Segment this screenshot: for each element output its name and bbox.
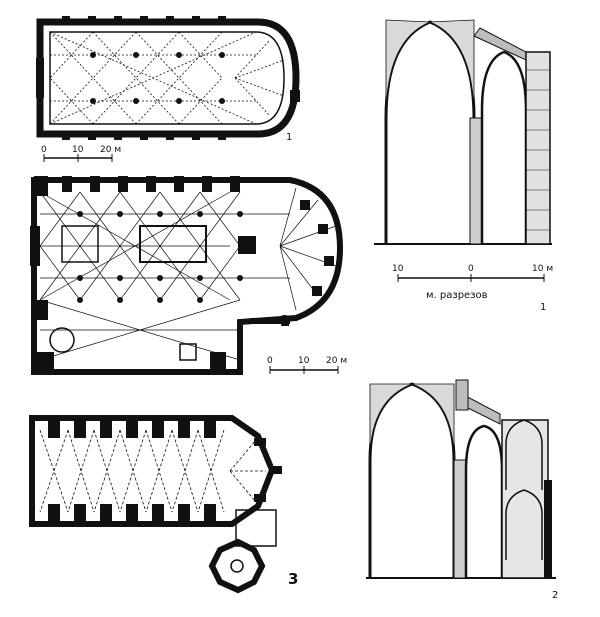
- scale-bar-2: 0 10 20 м: [267, 356, 347, 374]
- plan-3-number: 3: [288, 570, 298, 588]
- plan-1-buttresses: [36, 16, 300, 140]
- plan-3-tower: [208, 538, 266, 594]
- scale-2-tick-20: 20 м: [326, 356, 347, 366]
- plan-1-number: 1: [286, 132, 292, 143]
- scale-1-tick-0: 0: [41, 145, 47, 155]
- plan-1-outer-wall: [36, 18, 300, 138]
- plan-3-annex: [235, 509, 277, 547]
- section-2: 2: [366, 379, 558, 601]
- section-scale-tick-right: 10 м: [532, 264, 553, 274]
- plan-3-buttresses: [48, 418, 282, 524]
- plan-1-vault-ribs: [49, 31, 285, 125]
- plan-2-number: 2: [280, 312, 290, 330]
- plan-1-piers: [90, 52, 225, 104]
- section-1: 10 0 10 м м. разрезов 1: [374, 19, 553, 313]
- plan-2-side-chapel: [179, 343, 197, 361]
- plan-2-cathedral: 2: [30, 176, 344, 375]
- section-2-nave-arch: [368, 382, 456, 578]
- plan-2-piers: [77, 211, 243, 303]
- section-1-nave-arch: [384, 20, 476, 244]
- section-2-pier: [453, 459, 467, 579]
- scale-2-tick-0: 0: [267, 356, 273, 366]
- plan-2-crossing: [61, 225, 99, 263]
- plan-1-hall-church: 1: [36, 16, 300, 143]
- plan-2-wall-masses: [30, 176, 334, 372]
- section-1-outer-wall: [525, 51, 551, 245]
- plan-2-chapel: [49, 327, 75, 353]
- section-1-number: 1: [540, 302, 546, 313]
- plan-2-choir: [139, 225, 207, 263]
- section-scale-tick-zero: 0: [468, 264, 474, 274]
- section-2-number: 2: [552, 590, 558, 601]
- section-2-chapel-upper-arch: [505, 419, 543, 490]
- section-2-buttress: [544, 480, 552, 578]
- section-1-masonry: [526, 69, 550, 231]
- plan-3-single-nave-church: 3: [29, 415, 298, 594]
- section-2-aisle-arch: [464, 424, 504, 578]
- section-2-chapel-lower-arch: [505, 489, 543, 560]
- plan-2-outer-wall: [31, 177, 344, 375]
- plan-2-altar: [238, 236, 256, 254]
- section-1-pier: [469, 117, 483, 245]
- section-scale-caption: м. разрезов: [426, 290, 488, 301]
- section-1-aisle-arch: [480, 50, 528, 244]
- scale-2-tick-10: 10: [298, 356, 310, 366]
- scale-bar-1: 0 10 20 м: [41, 145, 121, 162]
- scale-1-tick-10: 10: [72, 145, 84, 155]
- scale-1-tick-20: 20 м: [100, 145, 121, 155]
- section-2-chapel-wall: [501, 419, 549, 579]
- section-scale-tick-left: 10: [392, 264, 404, 274]
- plan-3-outer-wall: [29, 415, 276, 527]
- plan-2-vault-net: [39, 187, 337, 361]
- plan-3-vault-ribs: [39, 429, 266, 513]
